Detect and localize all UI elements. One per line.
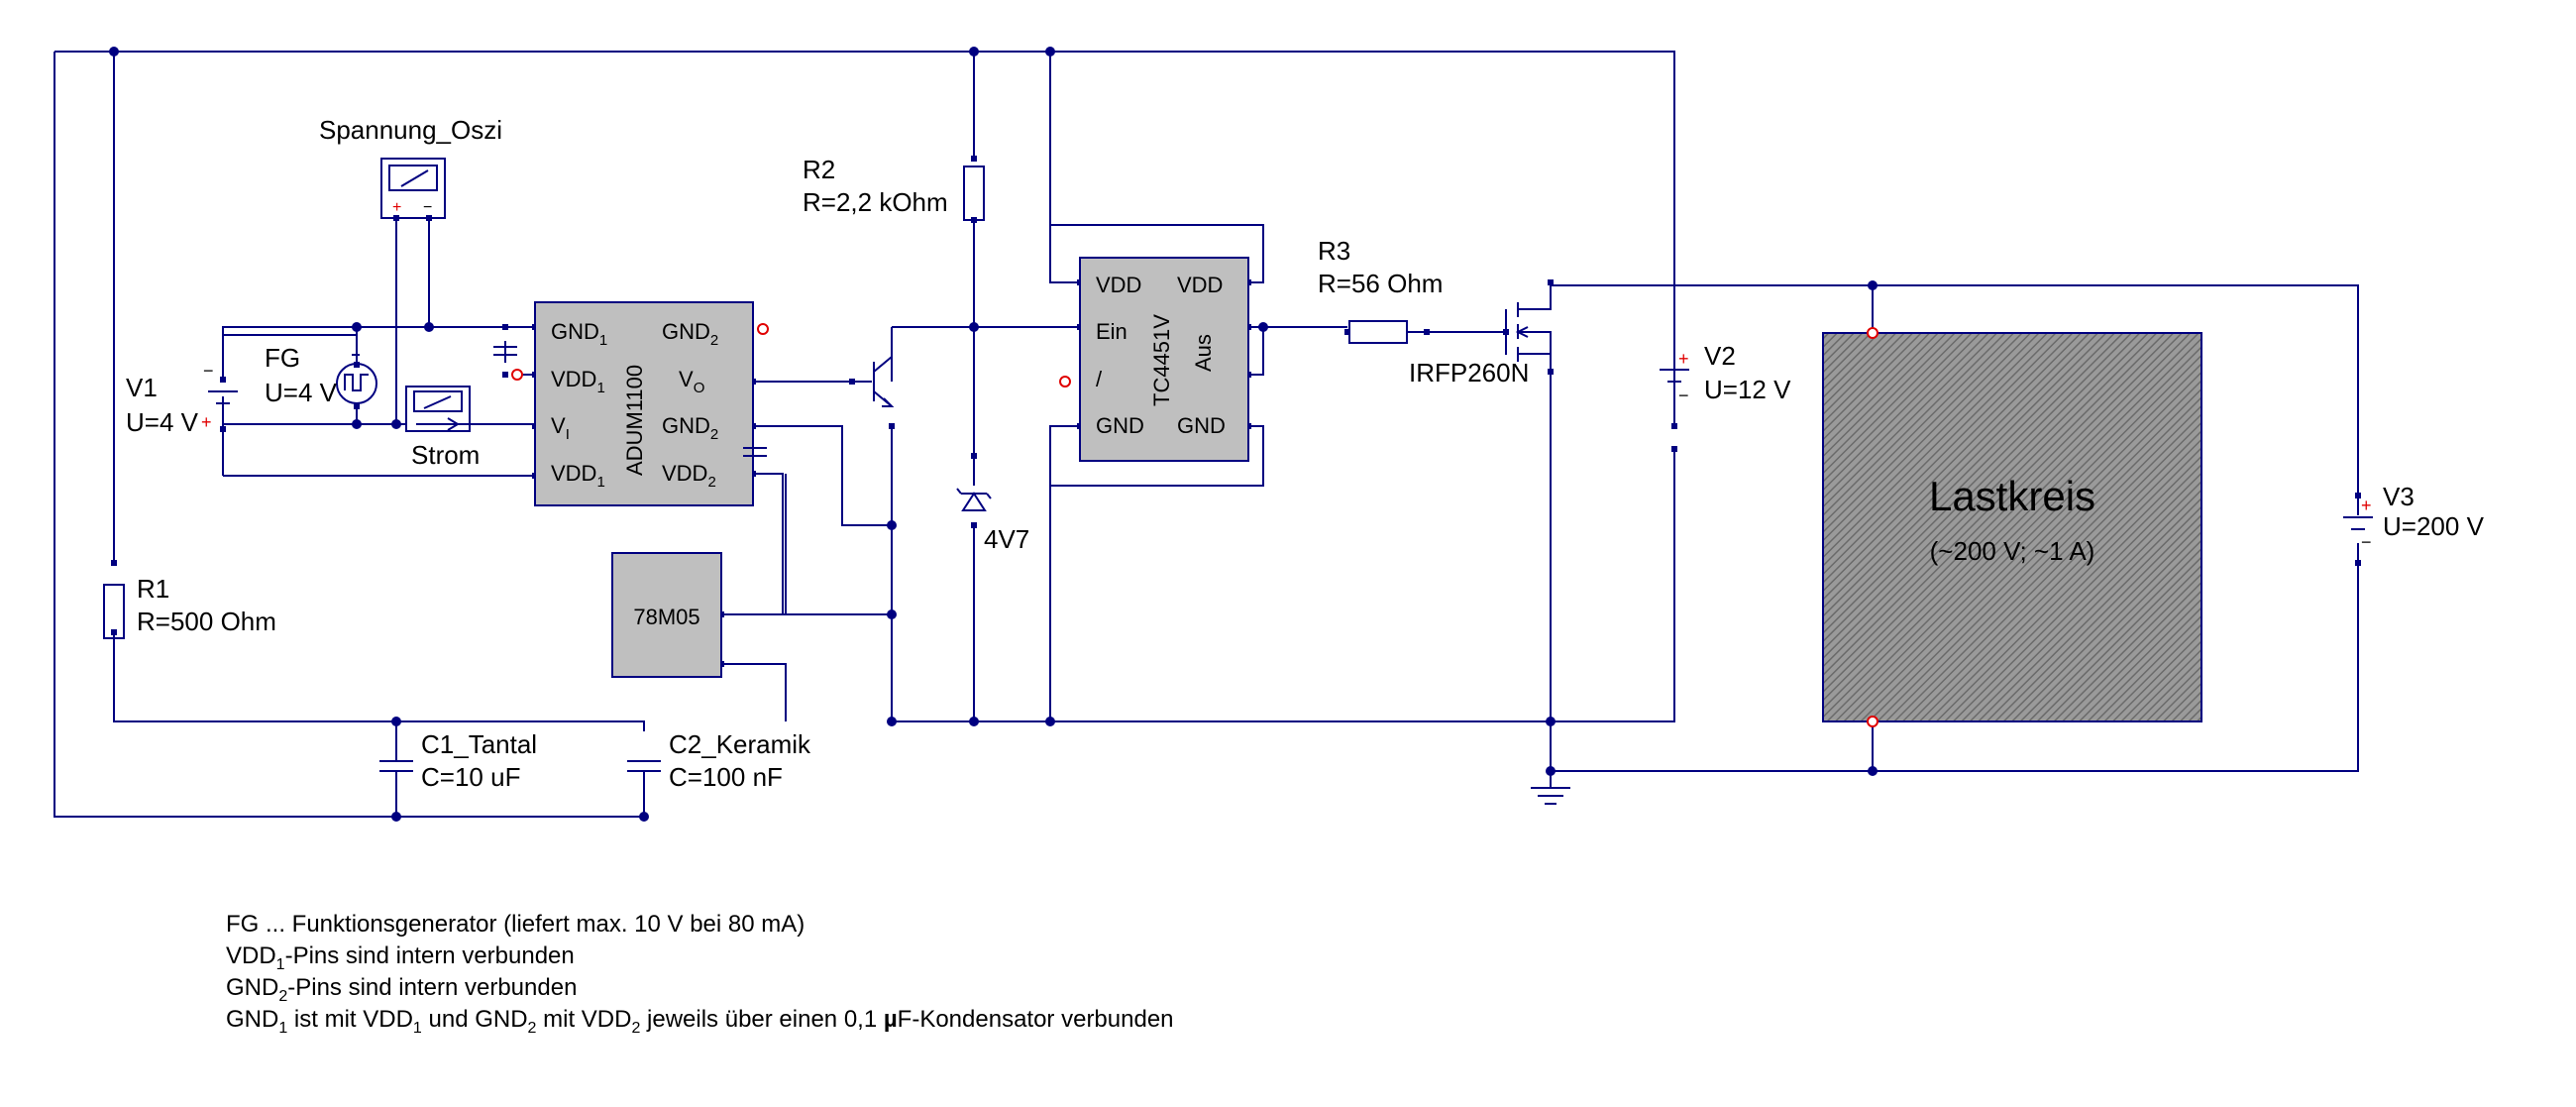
regulator-label: 78M05 [633,605,699,629]
r1-value: R=500 Ohm [137,607,276,636]
r3-name: R3 [1318,236,1350,266]
svg-text:−: − [203,361,214,381]
svg-text:+: + [201,412,212,432]
c2-value: C=100 nF [669,762,783,792]
adum-capacitor-icon [493,346,767,457]
function-generator-icon [336,354,377,404]
adum1100-label: ADUM1100 [622,365,647,476]
v3-name: V3 [2383,482,2415,511]
resistor-r1-icon [103,584,125,639]
v2-value: U=12 V [1704,375,1791,404]
wires [54,51,2359,818]
r2-name: R2 [803,155,835,184]
capacitor-c2-icon [627,760,661,772]
resistor-r3-icon [1348,320,1408,344]
svg-text:+: + [2361,496,2372,515]
svg-text:/: / [1096,367,1103,391]
oszi-plus: + [392,199,401,216]
svg-text:Ein: Ein [1096,319,1127,344]
r3-value: R=56 Ohm [1318,269,1443,298]
fg-name: FG [265,343,300,373]
svg-text:VDD1: VDD1 [551,367,605,396]
c1-value: C=10 uF [421,762,520,792]
adum-vdd1-open-pin [511,369,523,381]
c2-name: C2_Keramik [669,729,811,759]
adum-gnd2-open-pin [757,323,769,335]
mosfet-label: IRFP260N [1409,358,1529,387]
oszi-minus: − [423,199,432,216]
tc4451v-chip: VDD VDD Ein / GND GND TC4451V Aus [1079,257,1249,462]
v1-value: U=4 V [126,407,199,437]
note-3: GND2-Pins sind intern verbunden [226,974,577,1005]
c1-name: C1_Tantal [421,729,537,759]
fg-value: U=4 V [265,378,338,407]
tc-open-pin [1059,376,1071,387]
r2-value: R=2,2 kOhm [803,187,948,217]
ammeter-icon [405,386,471,432]
v2-name: V2 [1704,341,1736,371]
note-4: GND1 ist mit VDD1 und GND2 mit VDD2 jewe… [226,1006,1174,1037]
regulator-78m05-chip: 78M05 [611,552,722,678]
zener-label: 4V7 [984,524,1029,554]
svg-text:−: − [1678,386,1689,405]
lastkreis-bottom-pin [1867,716,1878,727]
lastkreis-block: Lastkreis (~200 V; ~1 A) [1822,332,2202,722]
spannung-oszi-label: Spannung_Oszi [319,115,502,145]
adum1100-chip: GND1 VDD1 VI VDD1 GND2 VO GND2 VDD2 ADUM… [534,301,754,506]
svg-text:VDD2: VDD2 [662,461,716,491]
battery-v1-icon: + − [201,361,238,432]
svg-text:GND2: GND2 [662,413,718,443]
svg-text:GND: GND [1177,413,1226,438]
v1-name: V1 [126,373,158,402]
note-1: FG ... Funktionsgenerator (liefert max. … [226,911,805,938]
mosfet-icon [1505,285,1552,372]
svg-text:+: + [1678,349,1689,369]
svg-text:GND: GND [1096,413,1144,438]
strom-label: Strom [411,440,480,470]
svg-text:GND1: GND1 [551,319,607,349]
v3-value: U=200 V [2383,511,2485,541]
svg-text:VI: VI [551,413,570,443]
junction-dots [109,47,1878,822]
lastkreis-title: Lastkreis [1929,473,2095,519]
resistor-r2-icon [963,166,985,221]
svg-text:GND2: GND2 [662,319,718,349]
svg-text:−: − [2361,532,2372,552]
capacitor-c1-icon [379,760,413,772]
tc4451v-aus-label: Aus [1191,334,1216,372]
tc4451v-label: TC4451V [1149,314,1174,406]
note-2: VDD1-Pins sind intern verbunden [226,942,575,973]
svg-text:VO: VO [679,367,704,396]
r1-name: R1 [137,574,169,604]
battery-v2-icon: + − [1660,349,1689,405]
zener-diode-icon [956,488,992,511]
svg-text:VDD: VDD [1177,273,1223,297]
svg-text:VDD: VDD [1096,273,1141,297]
battery-v3-icon: + − [2343,496,2373,552]
npn-transistor-icon [873,356,895,407]
ground-icon [1531,773,1570,805]
svg-text:VDD1: VDD1 [551,461,605,491]
notes: FG ... Funktionsgenerator (liefert max. … [226,911,1174,1037]
lastkreis-subtitle: (~200 V; ~1 A) [1930,536,2095,566]
lastkreis-top-pin [1867,327,1878,339]
voltmeter-icon: + − [380,158,446,219]
